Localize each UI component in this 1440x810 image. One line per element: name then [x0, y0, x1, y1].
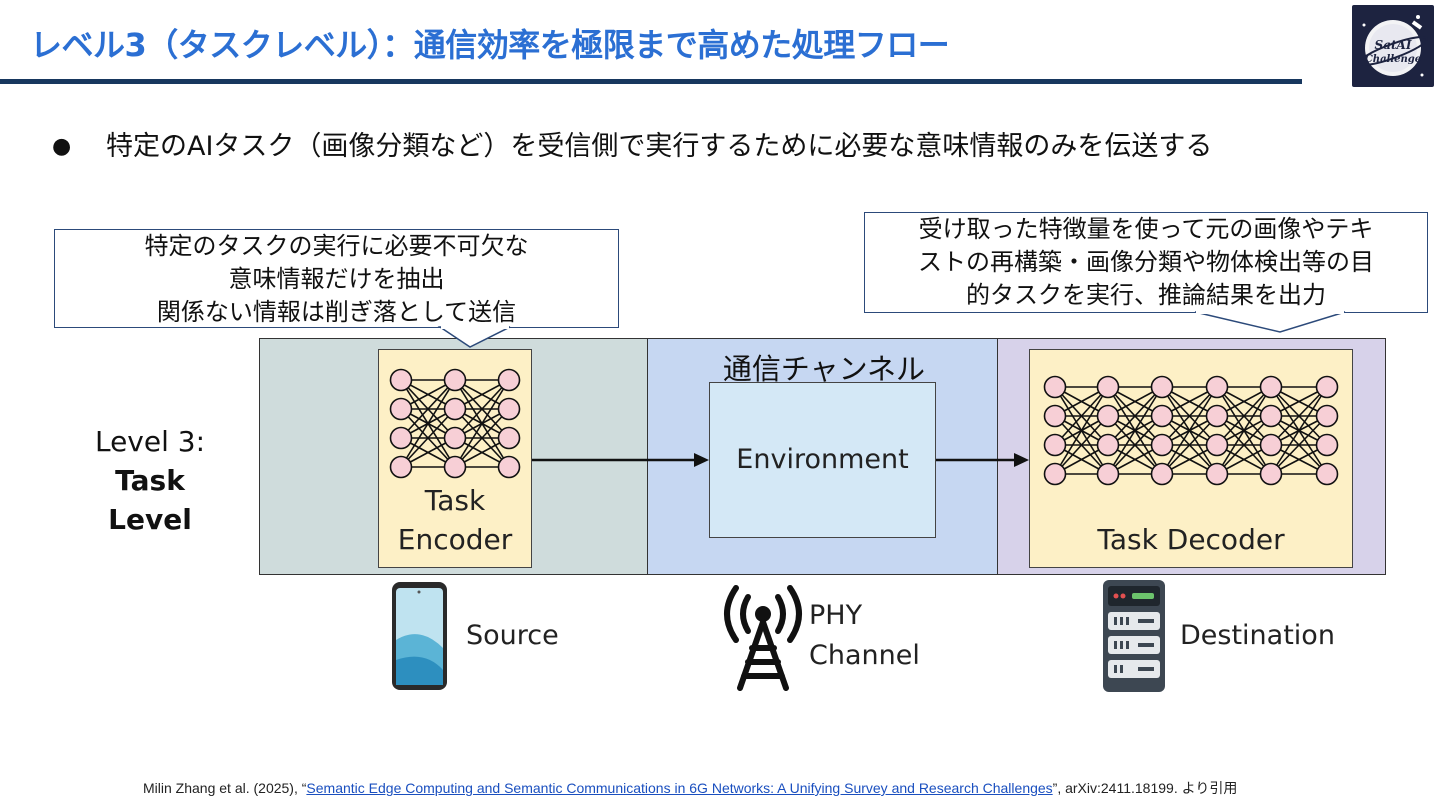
- network-connection: [1216, 386, 1272, 475]
- network-connection: [454, 379, 510, 468]
- network-node: [389, 426, 413, 450]
- network-connection: [1107, 415, 1163, 475]
- phy-label: PHY: [809, 600, 863, 631]
- network-node: [1205, 404, 1229, 428]
- network-connection: [1161, 386, 1218, 446]
- network-connection: [1054, 386, 1109, 446]
- network-node: [1096, 433, 1120, 457]
- network-node: [1259, 404, 1283, 428]
- network-connection: [1107, 386, 1163, 446]
- encoder-label-encoder: Encoder: [397, 523, 513, 556]
- network-node: [1315, 375, 1339, 399]
- server-rack-icon: [1103, 580, 1165, 692]
- channel-label: Channel: [809, 640, 920, 671]
- channel-title: 通信チャンネル: [722, 352, 926, 386]
- encoder-network-graphic: [389, 368, 521, 479]
- network-node: [1096, 375, 1120, 399]
- network-node: [497, 368, 521, 392]
- destination-label: Destination: [1180, 620, 1335, 651]
- decoder-callout-line: 受け取った特徴量を使って元の画像やテキ: [918, 215, 1374, 243]
- smartphone-icon: [392, 582, 447, 690]
- network-connection: [1270, 386, 1328, 446]
- network-node: [497, 397, 521, 421]
- network-node: [1315, 404, 1339, 428]
- network-node: [497, 426, 521, 450]
- logo-graphic: SatAI Challenge: [1358, 15, 1428, 77]
- network-node: [1259, 433, 1283, 457]
- network-node: [1315, 433, 1339, 457]
- network-node: [1205, 375, 1229, 399]
- network-node: [1259, 462, 1283, 486]
- network-connection: [1161, 415, 1218, 475]
- citation-suffix: ”, arXiv:2411.18199. より引用: [1052, 780, 1238, 796]
- slide-title: レベル3（タスクレベル）：通信効率を極限まで高めた処理フロー: [30, 26, 950, 64]
- network-node: [1150, 433, 1174, 457]
- decoder-callout-line: ストの再構築・画像分類や物体検出等の目: [918, 248, 1374, 276]
- network-node: [443, 426, 467, 450]
- network-node: [1205, 462, 1229, 486]
- environment-box: [709, 382, 936, 538]
- network-connection: [400, 379, 456, 468]
- network-node: [1043, 433, 1067, 457]
- encoder-label-task: Task: [424, 484, 486, 517]
- network-node: [1150, 404, 1174, 428]
- decoder-callout: 受け取った特徴量を使って元の画像やテキ ストの再構築・画像分類や物体検出等の目 …: [864, 212, 1428, 313]
- network-connection: [454, 408, 510, 468]
- decoder-callout-line: 的タスクを実行、推論結果を出力: [966, 281, 1326, 309]
- level-label-line: Level 3:: [94, 425, 206, 458]
- network-node: [1259, 375, 1283, 399]
- network-connection: [400, 379, 456, 439]
- network-connection: [454, 379, 510, 439]
- bullet-dot-icon: ●: [52, 134, 72, 159]
- network-node: [389, 368, 413, 392]
- encoder-callout-line: 特定のタスクの実行に必要不可欠な: [144, 232, 529, 260]
- decoder-network-graphic: [1043, 375, 1339, 486]
- network-connection: [1107, 386, 1163, 475]
- network-node: [1096, 462, 1120, 486]
- network-node: [1150, 375, 1174, 399]
- network-connection: [1216, 386, 1272, 446]
- arrow-encoder-to-environment: [532, 453, 709, 467]
- citation: Milin Zhang et al. (2025), “Semantic Edg…: [143, 778, 1237, 798]
- source-label: Source: [466, 620, 559, 651]
- network-connection: [1054, 415, 1109, 475]
- network-connection: [1270, 415, 1328, 475]
- network-node: [389, 397, 413, 421]
- network-node: [1043, 404, 1067, 428]
- decoder-label: Task Decoder: [1097, 523, 1285, 556]
- encoder-callout-line: 意味情報だけを抽出: [228, 265, 445, 293]
- network-node: [1205, 433, 1229, 457]
- network-node: [1043, 375, 1067, 399]
- network-node: [389, 455, 413, 479]
- network-connection: [1054, 386, 1109, 475]
- network-node: [443, 455, 467, 479]
- network-node: [497, 455, 521, 479]
- network-node: [1315, 462, 1339, 486]
- level-label-line: Level: [108, 503, 192, 536]
- network-connection: [1216, 415, 1272, 475]
- network-connection: [1270, 386, 1328, 475]
- network-node: [443, 368, 467, 392]
- encoder-callout: 特定のタスクの実行に必要不可欠な 意味情報だけを抽出 関係ない情報は削ぎ落として…: [54, 229, 619, 328]
- citation-prefix: Milin Zhang et al. (2025), “: [143, 780, 307, 796]
- citation-paper-link[interactable]: Semantic Edge Computing and Semantic Com…: [306, 780, 1053, 796]
- logo-text-top: SatAI: [1375, 38, 1412, 52]
- encoder-callout-line: 関係ない情報は削ぎ落として送信: [156, 298, 517, 326]
- level-label-line: Task: [115, 464, 185, 497]
- title-underline: [0, 79, 1302, 84]
- environment-label: Environment: [736, 444, 909, 475]
- satai-challenge-logo: SatAI Challenge: [1352, 5, 1434, 87]
- network-node: [443, 397, 467, 421]
- antenna-tower-icon: [724, 585, 802, 691]
- network-node: [1043, 462, 1067, 486]
- network-node: [1096, 404, 1120, 428]
- arrow-environment-to-decoder: [936, 453, 1029, 467]
- network-node: [1150, 462, 1174, 486]
- logo-text-bottom: Challenge: [1365, 54, 1421, 65]
- bullet-text: 特定のAIタスク（画像分類など）を受信側で実行するために必要な意味情報のみを伝送…: [106, 131, 1213, 162]
- network-connection: [400, 408, 456, 468]
- network-connection: [1161, 386, 1218, 475]
